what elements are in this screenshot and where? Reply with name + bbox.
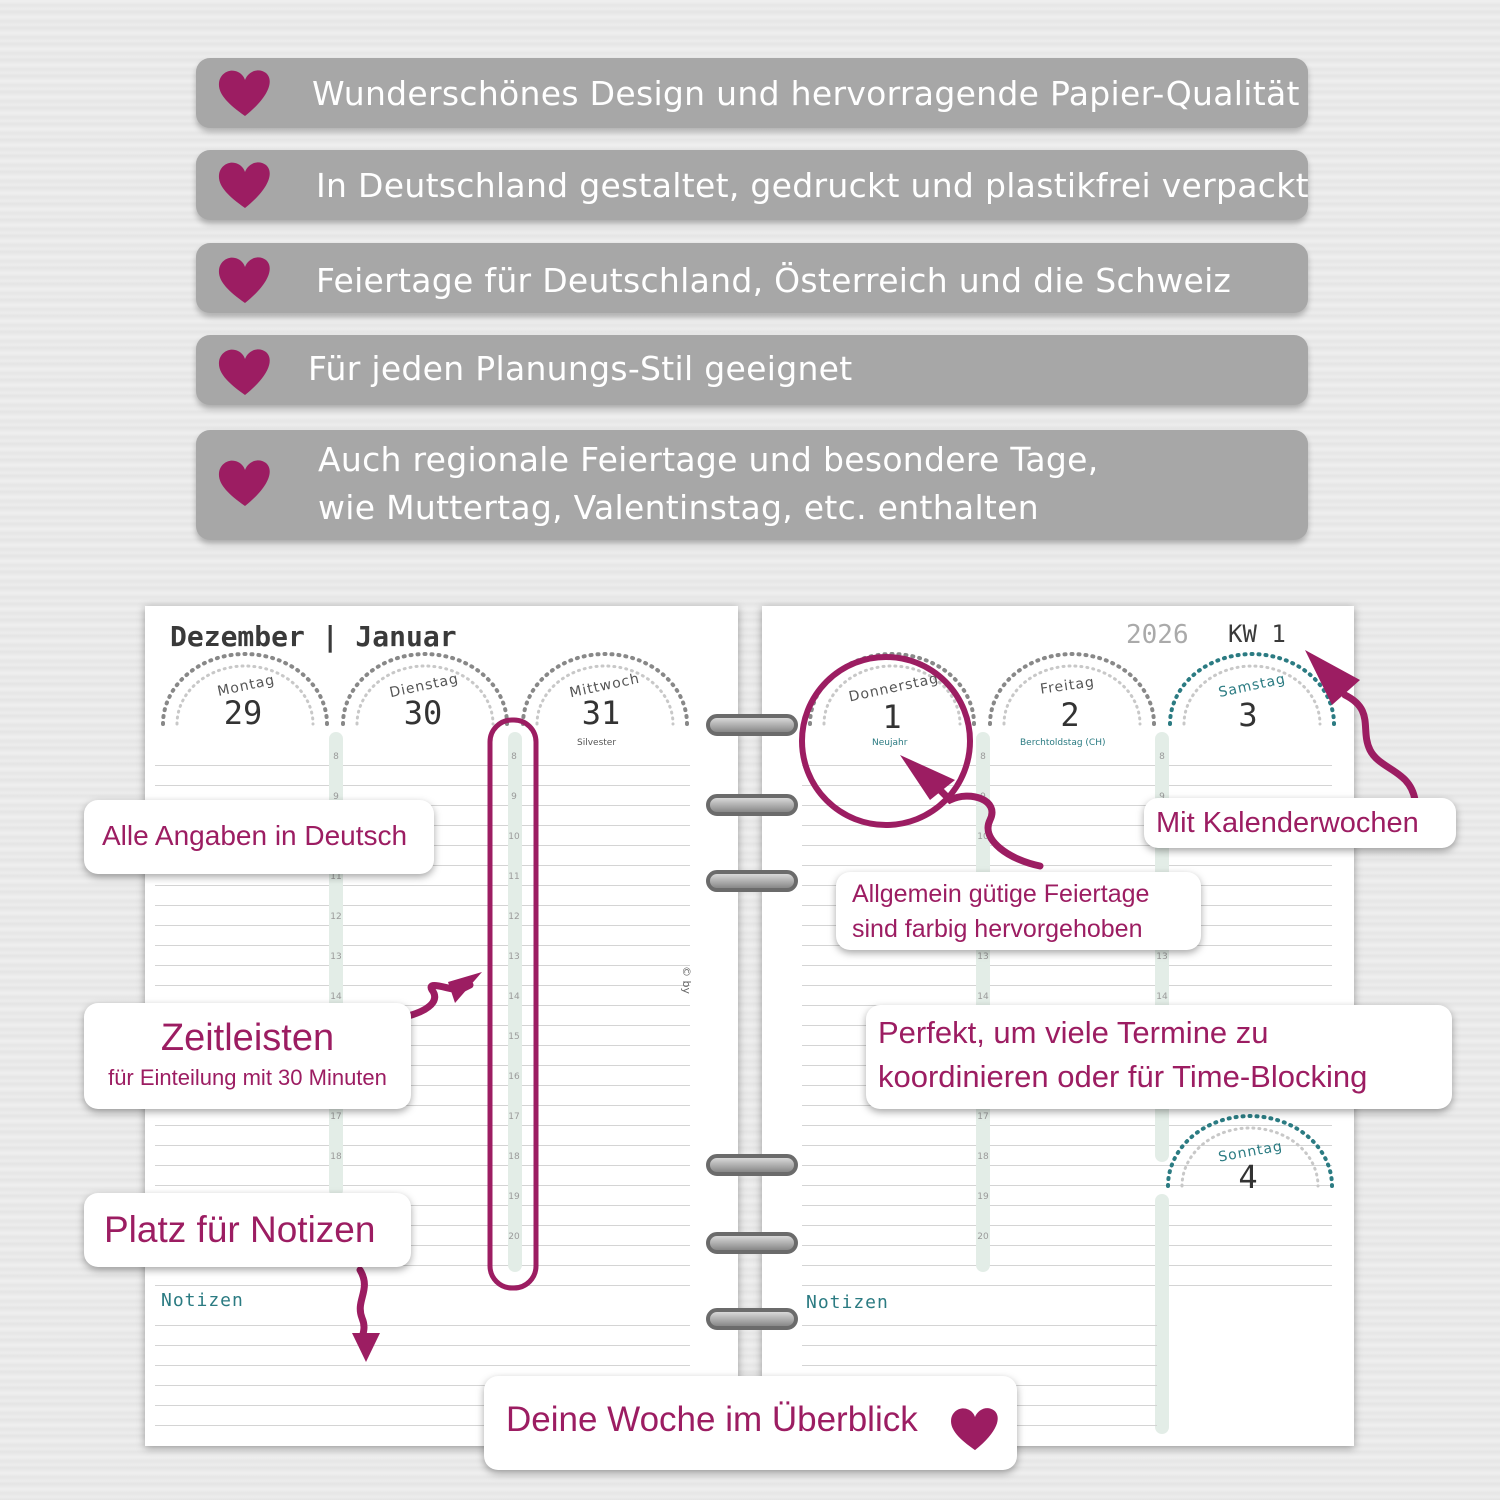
hour-tick: 12 — [508, 912, 520, 922]
feature-text: Für jeden Planungs-Stil geeignet — [308, 349, 853, 388]
callout-time-blocking-line2: koordinieren oder für Time-Blocking — [878, 1059, 1368, 1094]
hour-tick: 10 — [508, 832, 520, 842]
hour-tick: 18 — [508, 1152, 520, 1162]
hour-tick: 18 — [977, 1152, 989, 1162]
hour-tick: 11 — [330, 872, 342, 882]
hour-tick: 14 — [508, 992, 520, 1002]
time-bar-tuesday — [508, 732, 522, 1272]
hour-tick: 14 — [977, 992, 989, 1002]
hour-tick: 17 — [977, 1112, 989, 1122]
hour-tick: 13 — [1156, 952, 1168, 962]
callout-time-blocking-line1: Perfekt, um viele Termine zu — [878, 1015, 1269, 1050]
callout-language-text: Alle Angaben in Deutsch — [102, 820, 408, 851]
callout-calendar-weeks: Mit Kalenderwochen — [1144, 798, 1456, 848]
time-bar-sunday — [1155, 1194, 1169, 1434]
binder-ring — [706, 1308, 798, 1330]
hour-tick: 18 — [330, 1152, 342, 1162]
hour-tick: 9 — [1159, 792, 1165, 802]
callout-holidays: Allgemein gütige Feiertage sind farbig h… — [836, 872, 1201, 950]
feature-text: In Deutschland gestaltet, gedruckt und p… — [316, 166, 1309, 205]
holiday-berchtoldstag: Berchtoldstag (CH) — [1020, 738, 1106, 748]
feature-banner-2: In Deutschland gestaltet, gedruckt und p… — [196, 150, 1309, 220]
day-arch-sunday — [1166, 1114, 1334, 1188]
binder-ring — [706, 1232, 798, 1254]
hour-tick: 8 — [980, 752, 986, 762]
heart-icon — [951, 1408, 998, 1451]
hour-tick: 17 — [330, 1112, 342, 1122]
binder-ring — [706, 870, 798, 892]
hour-tick: 9 — [333, 792, 339, 802]
callout-notes: Platz für Notizen — [84, 1193, 411, 1267]
day-number-saturday: 3 — [1238, 696, 1258, 734]
hour-tick: 12 — [330, 912, 342, 922]
hour-tick: 16 — [508, 1072, 520, 1082]
callout-week-overview-text: Deine Woche im Überblick — [506, 1400, 918, 1439]
hour-tick: 20 — [508, 1232, 520, 1242]
callout-calendar-weeks-text: Mit Kalenderwochen — [1156, 807, 1419, 839]
notes-label: Notizen — [161, 1290, 244, 1311]
callout-timebars-title: Zeitleisten — [160, 1017, 335, 1059]
callout-timebars: Zeitleisten für Einteilung mit 30 Minute… — [84, 1003, 411, 1109]
day-number-monday: 29 — [223, 694, 263, 732]
hour-tick: 14 — [1156, 992, 1168, 1002]
hour-tick: 19 — [977, 1192, 989, 1202]
holiday-silvester: Silvester — [577, 738, 617, 748]
day-arches-right — [808, 652, 1336, 726]
day-number-friday: 2 — [1060, 696, 1080, 734]
hour-tick: 13 — [330, 952, 342, 962]
hour-tick: 15 — [508, 1032, 520, 1042]
feature-text: wie Muttertag, Valentinstag, etc. enthal… — [318, 488, 1039, 527]
year-label: 2026 — [1126, 620, 1189, 650]
day-number-thursday: 1 — [882, 698, 902, 736]
hour-tick: 17 — [508, 1112, 520, 1122]
hour-tick: 8 — [511, 752, 517, 762]
hour-tick: 13 — [977, 952, 989, 962]
feature-text: Auch regionale Feiertage und besondere T… — [318, 440, 1099, 479]
hour-tick: 9 — [511, 792, 517, 802]
hour-tick: 11 — [508, 872, 520, 882]
holiday-neujahr: Neujahr — [872, 738, 908, 748]
time-bar-thursday — [976, 732, 990, 1272]
day-number-wednesday: 31 — [581, 694, 621, 732]
callout-language: Alle Angaben in Deutsch — [84, 800, 434, 874]
hour-tick: 13 — [508, 952, 520, 962]
day-number-sunday: 4 — [1238, 1158, 1258, 1196]
feature-banner-3: Feiertage für Deutschland, Österreich un… — [196, 243, 1308, 313]
callout-holidays-line2: sind farbig hervorgehoben — [852, 915, 1143, 943]
feature-text: Wunderschönes Design und hervorragende P… — [312, 74, 1300, 113]
callout-holidays-line1: Allgemein gütige Feiertage — [852, 880, 1150, 908]
week-label: KW 1 — [1228, 620, 1286, 648]
feature-text: Feiertage für Deutschland, Österreich un… — [316, 261, 1232, 300]
callout-time-blocking: Perfekt, um viele Termine zu koordiniere… — [866, 1005, 1452, 1109]
callout-week-overview: Deine Woche im Überblick — [484, 1376, 1017, 1470]
callout-timebars-subtitle: für Einteilung mit 30 Minuten — [108, 1065, 387, 1090]
feature-banner-1: Wunderschönes Design und hervorragende P… — [196, 58, 1308, 128]
feature-banner-4: Für jeden Planungs-Stil geeignet — [196, 335, 1308, 405]
hour-tick: 19 — [508, 1192, 520, 1202]
hour-tick: 14 — [330, 992, 342, 1002]
day-number-tuesday: 30 — [403, 694, 443, 732]
hour-tick: 20 — [977, 1232, 989, 1242]
hour-tick: 10 — [977, 832, 989, 842]
feature-banner-5: Auch regionale Feiertage und besondere T… — [196, 430, 1308, 540]
hour-tick: 8 — [1159, 752, 1165, 762]
day-arches-left — [161, 652, 689, 726]
hour-tick: 8 — [333, 752, 339, 762]
callout-notes-text: Platz für Notizen — [104, 1209, 376, 1250]
binder-ring — [706, 794, 798, 816]
binder-ring — [706, 1154, 798, 1176]
month-title: Dezember | Januar — [170, 620, 457, 653]
binder-ring — [706, 714, 798, 736]
